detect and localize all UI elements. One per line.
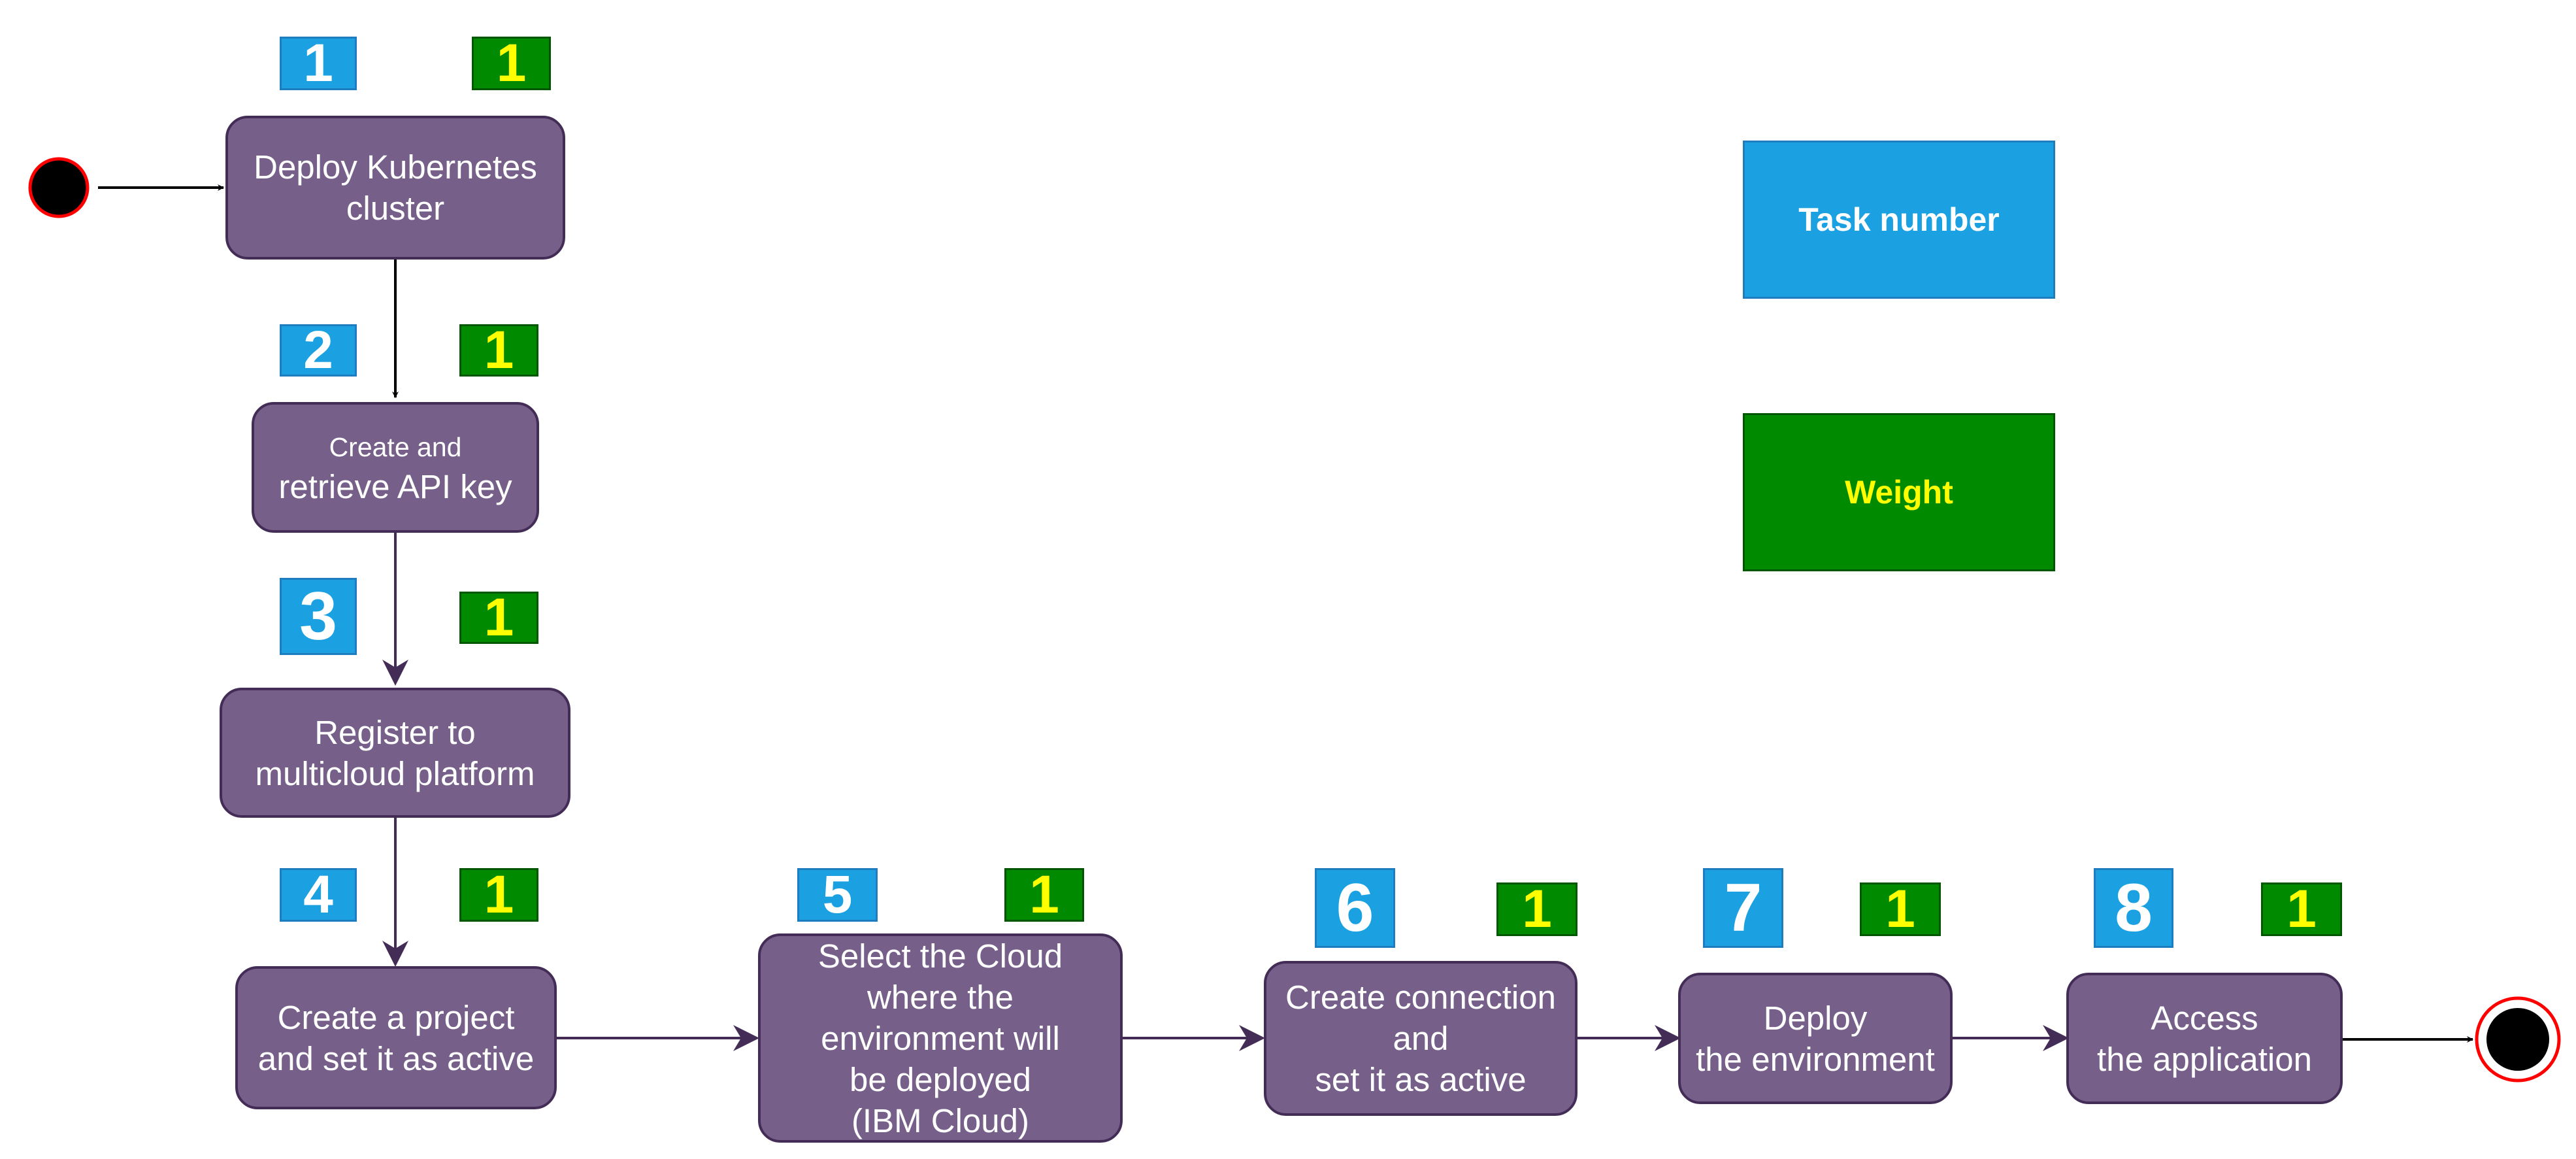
legend-task-number: Task number (1743, 141, 2055, 299)
step-2-label-line1: Create and (329, 431, 462, 462)
task-number-6: 6 (1315, 868, 1395, 948)
step-create-retrieve-api-key: Create and retrieve API key (252, 402, 539, 533)
step-deploy-kubernetes-cluster: Deploy Kubernetes cluster (225, 116, 565, 260)
weight-5: 1 (1004, 865, 1084, 924)
start-node (28, 157, 90, 218)
step-8-label: Access the application (2097, 999, 2312, 1078)
weight-7: 1 (1860, 879, 1941, 939)
task-number-4: 4 (280, 865, 357, 924)
step-4-label: Create a project and set it as active (257, 998, 535, 1077)
step-5-label: Select the Cloud where the environment w… (817, 937, 1063, 1139)
step-7-label: Deploy the environment (1696, 999, 1935, 1078)
step-create-project: Create a project and set it as active (235, 966, 557, 1109)
task-number-1: 1 (280, 33, 357, 93)
weight-6: 1 (1496, 879, 1577, 939)
step-access-application: Access the application (2066, 973, 2343, 1104)
weight-4: 1 (459, 865, 538, 924)
step-register-multicloud-platform: Register to multicloud platform (220, 688, 570, 818)
step-3-label: Register to multicloud platform (255, 713, 535, 792)
step-1-label: Deploy Kubernetes cluster (254, 148, 537, 227)
step-6-label: Create connection and set it as active (1285, 979, 1556, 1098)
weight-8: 1 (2261, 879, 2342, 939)
task-number-8: 8 (2094, 868, 2173, 948)
task-number-2: 2 (280, 320, 357, 380)
task-number-3: 3 (280, 578, 357, 655)
step-create-connection: Create connection and set it as active (1264, 961, 1577, 1116)
end-node-core (2486, 1008, 2549, 1071)
weight-2: 1 (459, 320, 538, 380)
task-number-5: 5 (797, 865, 878, 924)
weight-3: 1 (459, 588, 538, 647)
step-2-label-line2: retrieve API key (278, 467, 512, 505)
step-select-cloud: Select the Cloud where the environment w… (758, 933, 1123, 1143)
task-number-7: 7 (1703, 868, 1783, 948)
step-deploy-environment: Deploy the environment (1678, 973, 1953, 1104)
legend-weight: Weight (1743, 413, 2055, 571)
weight-1: 1 (472, 33, 551, 93)
